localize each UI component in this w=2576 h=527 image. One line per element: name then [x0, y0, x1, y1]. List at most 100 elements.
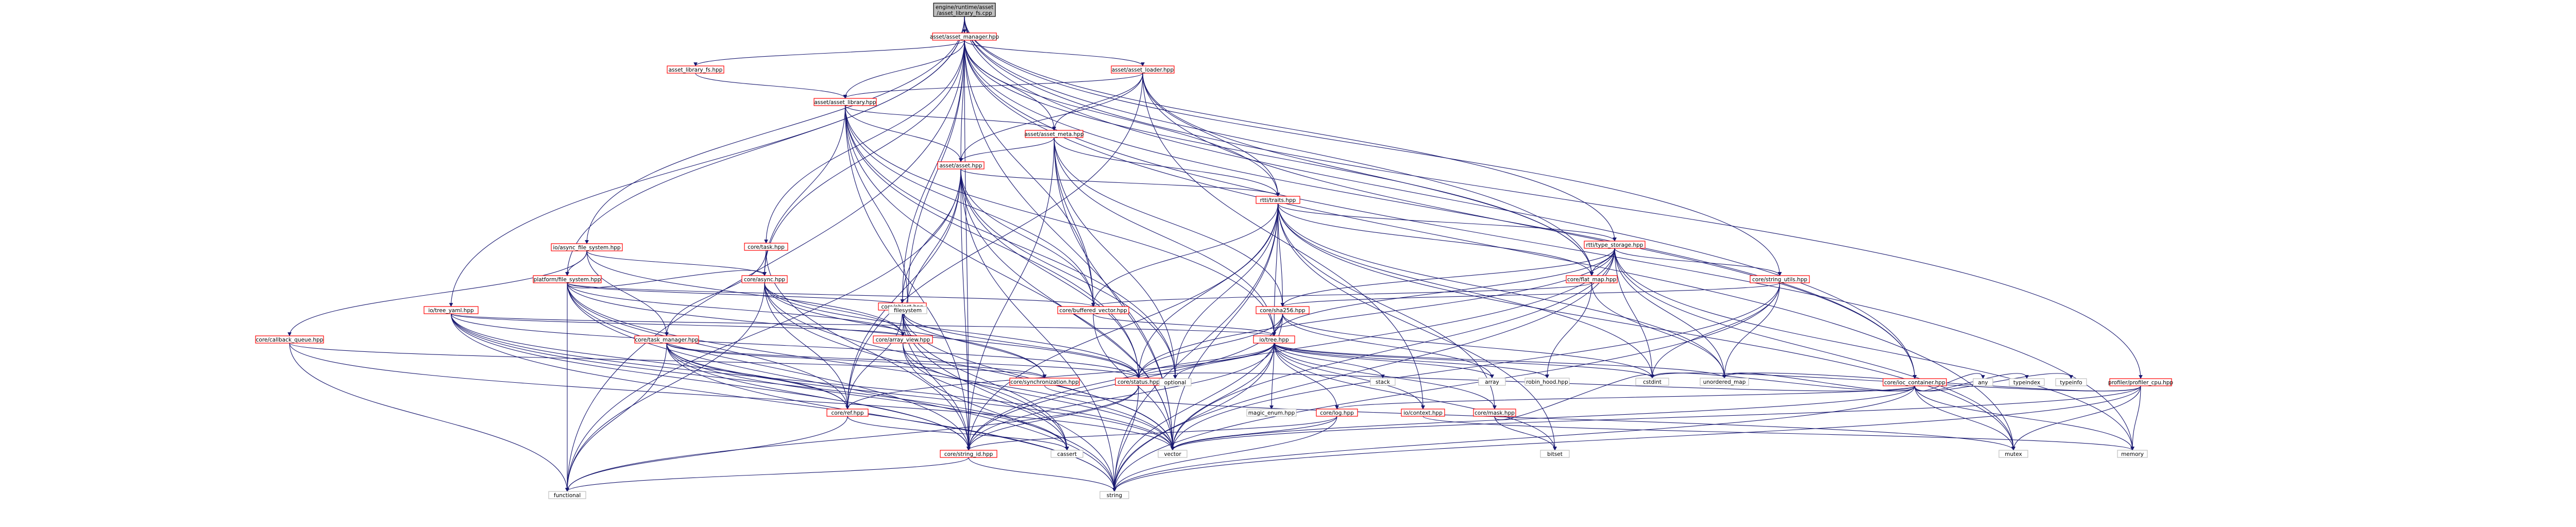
edge-core_object-to-core_synchronization [902, 310, 1047, 379]
node-platform_fs[interactable]: platform/file_system.hpp [533, 275, 602, 283]
node-rtti_type_storage[interactable]: rtti/type_storage.hpp [1584, 241, 1646, 249]
edge-core_log-to-vector [1171, 416, 1337, 451]
node-io_async_fs[interactable]: io/async_file_system.hpp [551, 243, 623, 251]
edge-asset_loader-to-core_ref [845, 73, 1143, 410]
edge-io_async_fs-to-core_array_view [586, 250, 905, 336]
node-typeinfo: typeinfo [2055, 378, 2087, 386]
edge-io_tree-to-core_array_view [450, 313, 905, 336]
edge-core_task_manager-to-vector [666, 343, 1175, 451]
edge-io_tree_hpp-to-io_context [1274, 343, 1425, 410]
edge-rtti_type_storage-to-cstdint [1614, 248, 1654, 379]
edge-asset_manager-to-core_buffered_vector [964, 40, 1095, 307]
node-core_task_manager[interactable]: core/task_manager.hpp [634, 335, 699, 344]
node-io_context[interactable]: io/context.hpp [1401, 409, 1445, 417]
node-io_tree[interactable]: io/tree_yaml.hpp [423, 306, 479, 314]
node-core_ref[interactable]: core/ref.hpp [826, 409, 869, 417]
node-core_string_utils[interactable]: core/string_utils.hpp [1750, 275, 1810, 283]
node-core_status[interactable]: core/status.hpp [1115, 378, 1162, 386]
node-box-unordered_map [1700, 378, 1749, 386]
edge-core_task_manager-to-string [666, 343, 1116, 492]
node-label-root: engine/runtime/asset [936, 4, 993, 10]
node-core_flat_map[interactable]: core/flat_map.hpp [1566, 275, 1618, 283]
node-core_async[interactable]: core/async.hpp [741, 275, 788, 283]
node-box-optional [1159, 378, 1192, 386]
edge-io_tree_hpp-to-core_status [1137, 343, 1275, 379]
edge-rtti_type_storage-to-vector [1171, 248, 1615, 451]
node-core_string_id[interactable]: core/string_id.hpp [940, 450, 997, 458]
edge-root-to-platform_fs [565, 16, 965, 276]
node-asset_meta[interactable]: asset/asset_meta.hpp [1024, 130, 1084, 138]
node-box-robin_hood [1524, 378, 1570, 386]
edge-asset-to-rtti_traits [960, 168, 1280, 197]
node-core_callback_queue[interactable]: core/callback_queue.hpp [255, 335, 324, 344]
edge-rtti_traits-to-vector [1171, 203, 1279, 451]
node-box-asset_library [814, 98, 877, 106]
edge-core_mask-to-cstdint [1494, 374, 1654, 420]
node-asset_manager[interactable]: asset/asset_manager.hpp [930, 32, 999, 41]
node-label-cstdint: cstdint [1643, 379, 1662, 385]
node-label-core_task_manager: core/task_manager.hpp [635, 337, 699, 343]
node-label-rtti_type_storage: rtti/type_storage.hpp [1586, 242, 1643, 248]
edge-asset_manager-to-mutex [964, 40, 2015, 451]
node-label-io_context: io/context.hpp [1403, 410, 1443, 416]
edge-io_tree_hpp-to-vector [1171, 343, 1275, 451]
node-label-memory: memory [2121, 451, 2144, 457]
edge-core_object-to-core_status [902, 310, 1141, 379]
node-core_ioc[interactable]: core/ioc_container.hpp [1883, 378, 1947, 386]
edge-asset_library-to-core_status [844, 105, 1141, 379]
node-box-rtti_type_storage [1584, 241, 1646, 249]
node-io_tree_hpp[interactable]: io/tree.hpp [1253, 335, 1295, 344]
node-label-asset: asset/asset.hpp [940, 163, 982, 169]
edge-asset-to-core_string_id [960, 168, 971, 451]
node-core_synchronization[interactable]: core/synchronization.hpp [1009, 378, 1080, 386]
node-label-io_tree_hpp: io/tree.hpp [1259, 337, 1289, 343]
node-label-typeinfo: typeinfo [2060, 380, 2082, 386]
edge-asset_library-to-core_buffered_vector [844, 105, 1095, 307]
node-box-core_string_utils [1750, 275, 1810, 283]
node-box-core_buffered_vector [1057, 306, 1129, 314]
edge-asset_meta-to-core_buffered_vector [1054, 137, 1095, 307]
node-core_sha256[interactable]: core/sha256.hpp [1256, 306, 1310, 314]
edge-asset_library-to-vector [844, 105, 1175, 451]
node-box-asset_manager [932, 32, 997, 41]
node-box-core_synchronization [1009, 378, 1080, 386]
edge-core_ioc-to-string [1112, 385, 1916, 492]
node-box-core_sha256 [1256, 306, 1310, 314]
node-box-array [1478, 378, 1506, 386]
edge-rtti_type_storage-to-core_flat_map [1589, 248, 1615, 276]
edge-asset_manager-to-core_object [900, 40, 965, 303]
node-box-core_callback_queue [255, 335, 324, 344]
edge-rtti_traits-to-core_sha256 [1277, 203, 1285, 307]
edge-asset_library-to-io_tree_hpp [844, 105, 1276, 336]
node-mutex: mutex [1998, 450, 2028, 458]
node-asset[interactable]: asset/asset.hpp [937, 161, 985, 169]
node-core_mask[interactable]: core/mask.hpp [1473, 409, 1516, 417]
edge-asset_loader-to-rtti_traits [1142, 73, 1280, 197]
node-core_array_view[interactable]: core/array_view.hpp [873, 335, 933, 344]
node-box-any [1973, 378, 1993, 386]
node-core_task[interactable]: core/task.hpp [744, 243, 788, 251]
node-asset_library_fs[interactable]: asset_library_fs.hpp [667, 65, 724, 74]
edge-core_status-to-core_string_id [967, 385, 1139, 451]
node-core_buffered_vector[interactable]: core/buffered_vector.hpp [1057, 306, 1129, 314]
node-profiler[interactable]: profiler/profiler_cpu.hpp [2108, 378, 2174, 386]
node-asset_library[interactable]: asset/asset_library.hpp [814, 98, 877, 106]
node-box-filesystem [888, 306, 927, 314]
node-label-core_ioc: core/ioc_container.hpp [1884, 380, 1945, 386]
edge-core_task_manager-to-core_string_id [666, 343, 971, 451]
edge-io_tree_hpp-to-core_mask [1274, 343, 1497, 410]
edge-asset-to-optional [960, 168, 1177, 379]
node-rtti_traits[interactable]: rtti/traits.hpp [1256, 196, 1300, 204]
node-root[interactable]: engine/runtime/asset/asset_library_fs.cp… [933, 3, 996, 17]
node-typeindex: typeindex [2009, 378, 2045, 386]
node-cassert: cassert [1050, 450, 1083, 458]
node-unordered_map: unordered_map [1700, 378, 1749, 386]
node-label-bitset: bitset [1547, 451, 1563, 457]
node-box-functional [548, 491, 586, 499]
node-core_log[interactable]: core/log.hpp [1316, 409, 1358, 417]
node-asset_loader[interactable]: asset/asset_loader.hpp [1111, 65, 1175, 74]
edge-asset_manager-to-core_task [764, 40, 965, 244]
edge-rtti_type_storage-to-core_status [1137, 248, 1615, 379]
node-label-core_string_id: core/string_id.hpp [944, 451, 993, 457]
